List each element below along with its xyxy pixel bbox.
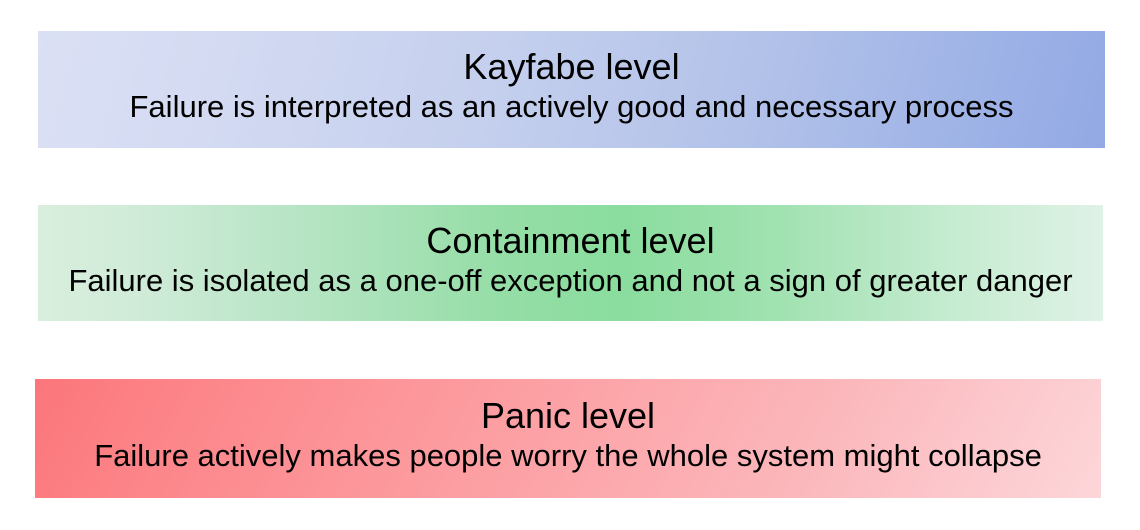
tier-description-panic: Failure actively makes people worry the … [94,438,1042,473]
tier-title-kayfabe: Kayfabe level [463,46,680,87]
tier-banner-panic: Panic level Failure actively makes peopl… [35,379,1101,498]
tier-description-containment: Failure is isolated as a one-off excepti… [68,262,1073,298]
tier-banner-containment: Containment level Failure is isolated as… [38,205,1103,321]
tier-description-kayfabe: Failure is interpreted as an actively go… [129,89,1014,124]
tier-banner-kayfabe: Kayfabe level Failure is interpreted as … [38,31,1105,148]
tier-title-panic: Panic level [480,395,656,436]
tier-title-containment: Containment level [426,219,715,261]
